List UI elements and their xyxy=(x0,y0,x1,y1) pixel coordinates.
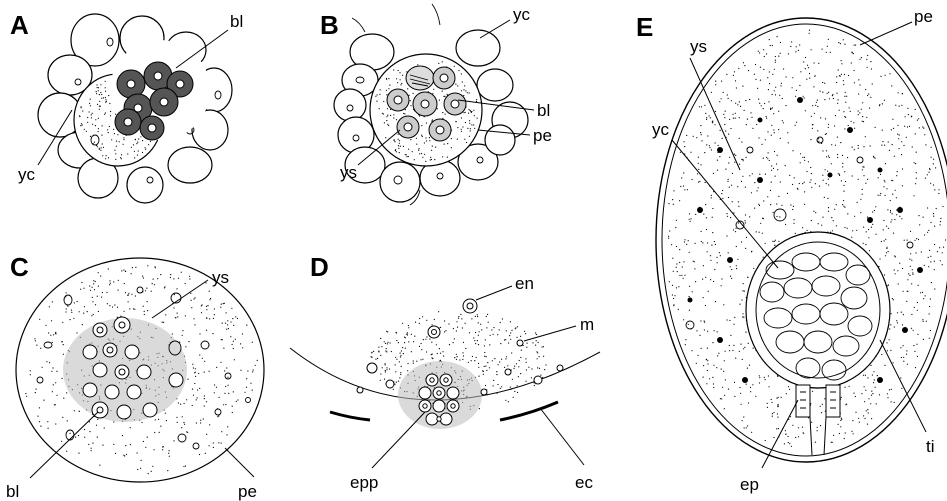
panel-letter-c: C xyxy=(10,252,29,282)
panel-b: B xyxy=(320,4,552,205)
label-e-ti: ti xyxy=(926,437,935,456)
leader-e-pe xyxy=(860,22,912,45)
label-d-epp: epp xyxy=(350,473,378,492)
panel-letter-e: E xyxy=(636,12,653,42)
label-a-yc: yc xyxy=(18,165,36,184)
label-d-ec: ec xyxy=(575,473,593,492)
label-a-bl: bl xyxy=(230,12,243,31)
label-b-pe: pe xyxy=(533,126,552,145)
label-e-ep: ep xyxy=(740,475,759,494)
panel-d: D xyxy=(290,252,600,492)
label-d-en: en xyxy=(515,274,534,293)
label-b-yc: yc xyxy=(513,5,531,24)
ectoderm-left-d xyxy=(330,412,370,420)
label-e-yc: yc xyxy=(652,120,670,139)
label-b-bl: bl xyxy=(537,101,550,120)
blastomeres-a xyxy=(110,40,210,140)
leader-b-yc xyxy=(480,20,510,38)
leader-d-ec xyxy=(540,408,584,465)
leader-c-pe xyxy=(225,448,254,477)
label-c-ys: ys xyxy=(212,268,229,287)
panel-letter-b: B xyxy=(320,10,339,40)
panel-c: C xyxy=(6,252,264,501)
label-b-ys: ys xyxy=(340,163,357,182)
panel-letter-a: A xyxy=(10,10,29,40)
panel-e: E xyxy=(636,7,947,494)
panel-a: A xyxy=(10,10,243,203)
label-e-pe: pe xyxy=(914,7,933,26)
label-e-ys: ys xyxy=(690,37,707,56)
label-c-bl: bl xyxy=(6,482,19,501)
label-c-pe: pe xyxy=(238,482,257,501)
panel-letter-d: D xyxy=(310,252,329,282)
label-d-m: m xyxy=(580,315,594,334)
leader-d-epp xyxy=(372,412,425,468)
